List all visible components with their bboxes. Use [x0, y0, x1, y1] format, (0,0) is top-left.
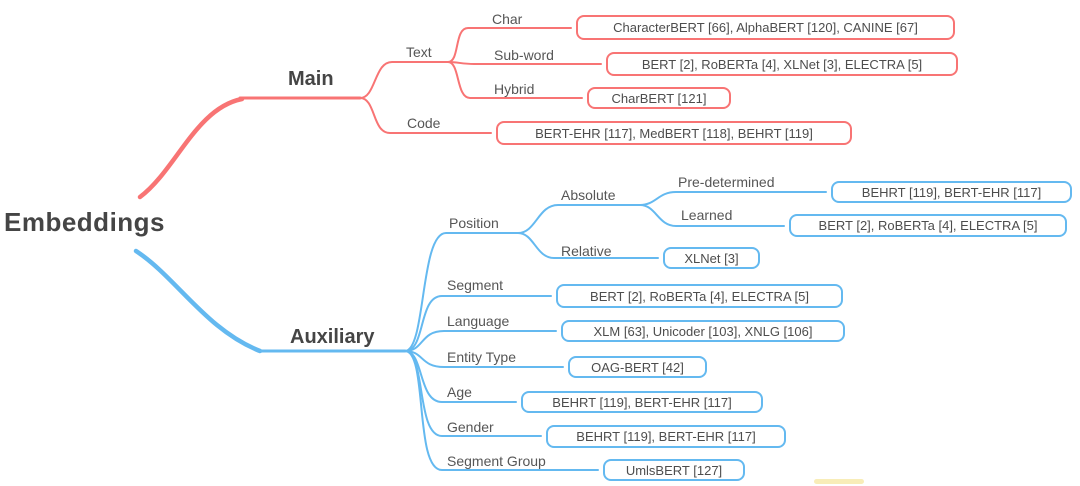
leaf-box-learned-models: BERT [2], RoBERTa [4], ELECTRA [5] [789, 214, 1067, 237]
node-language-label: Language [447, 313, 510, 329]
leaf-box-language-models: XLM [63], Unicoder [103], XNLG [106] [561, 320, 845, 342]
link-absolute-learned [639, 204, 785, 227]
leaf-box-subword-models: BERT [2], RoBERTa [4], XLNet [3], ELECTR… [606, 52, 958, 76]
link-aux-segment [404, 295, 552, 352]
link-aux-position [404, 232, 519, 352]
node-absolute-label: Absolute [561, 187, 616, 203]
link-aux-language [404, 330, 557, 352]
leaf-box-relative-models: XLNet [3] [663, 247, 760, 269]
node-code-label: Code [407, 115, 441, 131]
leaf-box-entity-type-models: OAG-BERT [42] [568, 356, 707, 378]
node-char-label: Char [492, 11, 523, 27]
link-absolute-predetermined [639, 191, 827, 206]
node-gender-label: Gender [447, 419, 494, 435]
node-segment-label: Segment [447, 277, 504, 293]
node-learned-label: Learned [681, 207, 733, 223]
link-text-hybrid [447, 61, 583, 99]
branch-main-label: Main [288, 68, 334, 90]
highlight-artifact [814, 479, 864, 484]
node-predetermined-label: Pre-determined [678, 174, 775, 190]
node-hybrid-label: Hybrid [494, 81, 535, 97]
link-main-code [359, 97, 492, 134]
link-main-text [359, 61, 449, 99]
root-node-embeddings: Embeddings [4, 207, 166, 237]
node-position-label: Position [449, 215, 499, 231]
leaf-box-predetermined-models: BEHRT [119], BERT-EHR [117] [831, 181, 1072, 203]
leaf-box-char-models: CharacterBERT [66], AlphaBERT [120], CAN… [576, 15, 955, 40]
link-root-main-curve [137, 96, 245, 200]
leaf-box-segment-models: BERT [2], RoBERTa [4], ELECTRA [5] [556, 284, 843, 308]
link-root-auxiliary-curve [133, 248, 263, 354]
node-relative-label: Relative [561, 243, 612, 259]
link-aux-segment-group [404, 350, 599, 471]
node-text-label: Text [406, 44, 432, 60]
leaf-box-hybrid-models: CharBERT [121] [587, 87, 731, 109]
leaf-box-gender-models: BEHRT [119], BERT-EHR [117] [546, 425, 786, 448]
branch-auxiliary-label: Auxiliary [290, 326, 375, 348]
node-entity-type-label: Entity Type [447, 349, 517, 365]
link-position-absolute [517, 204, 641, 234]
link-text-char [447, 27, 572, 63]
node-age-label: Age [447, 384, 472, 400]
link-position-relative [517, 232, 659, 259]
node-subword-label: Sub-word [494, 47, 554, 63]
node-segment-group-label: Segment Group [447, 453, 546, 469]
leaf-box-code-models: BERT-EHR [117], MedBERT [118], BEHRT [11… [496, 121, 852, 145]
leaf-box-age-models: BEHRT [119], BERT-EHR [117] [521, 391, 763, 413]
leaf-box-segment-group-models: UmlsBERT [127] [603, 459, 745, 481]
